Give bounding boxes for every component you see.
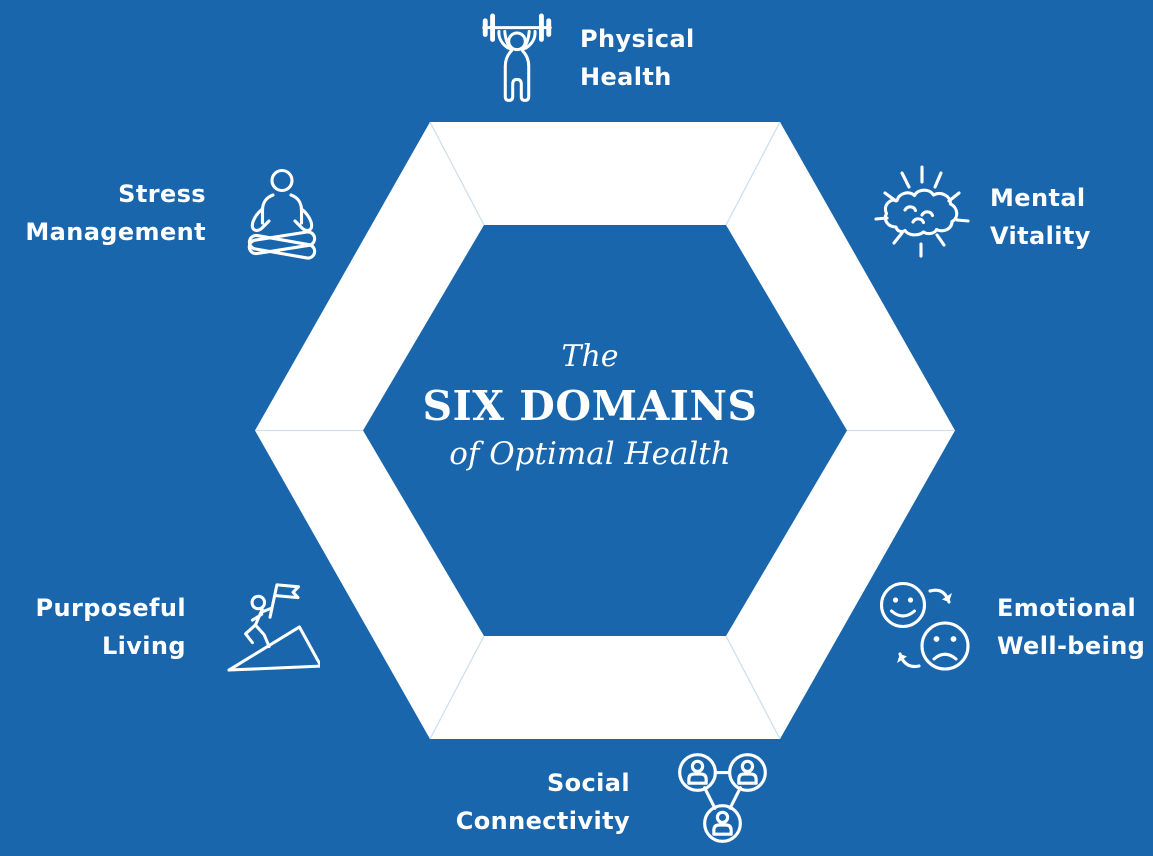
segment-seams bbox=[255, 121, 955, 740]
domain-label-line: Purposeful bbox=[35, 594, 186, 622]
domain-label-stress-management: Stress Management bbox=[0, 175, 206, 251]
mountain-flag-icon bbox=[226, 575, 320, 675]
weightlifter-icon bbox=[475, 6, 559, 104]
domain-label-purposeful-living: Purposeful Living bbox=[0, 589, 186, 665]
domain-label-line: Vitality bbox=[990, 222, 1091, 250]
domain-label-line: Stress bbox=[118, 180, 206, 208]
domain-label-line: Well-being bbox=[997, 632, 1146, 660]
domain-label-line: Mental bbox=[990, 184, 1086, 212]
domain-label-line: Social bbox=[546, 769, 630, 797]
domain-label-line: Connectivity bbox=[455, 807, 630, 835]
mood-cycle-icon bbox=[874, 576, 978, 682]
title-sub: of Optimal Health bbox=[449, 436, 731, 472]
domain-label-line: Health bbox=[580, 63, 672, 91]
domain-label-line: Physical bbox=[580, 25, 695, 53]
domain-label-emotional-wellbeing: Emotional Well-being bbox=[997, 589, 1145, 665]
domain-label-mental-vitality: Mental Vitality bbox=[990, 179, 1091, 255]
domain-label-line: Management bbox=[25, 218, 206, 246]
brain-sunburst-icon bbox=[872, 162, 972, 268]
center-title: The SIX DOMAINS of Optimal Health bbox=[405, 339, 775, 473]
meditation-icon bbox=[244, 166, 320, 268]
domain-label-physical-health: Physical Health bbox=[580, 20, 695, 96]
domain-label-line: Emotional bbox=[997, 594, 1137, 622]
page-title: SIX DOMAINS bbox=[422, 382, 758, 430]
people-network-icon bbox=[670, 748, 776, 848]
domain-label-line: Living bbox=[101, 632, 186, 660]
domain-label-social-connectivity: Social Connectivity bbox=[380, 764, 630, 840]
title-pre: The bbox=[561, 339, 619, 374]
